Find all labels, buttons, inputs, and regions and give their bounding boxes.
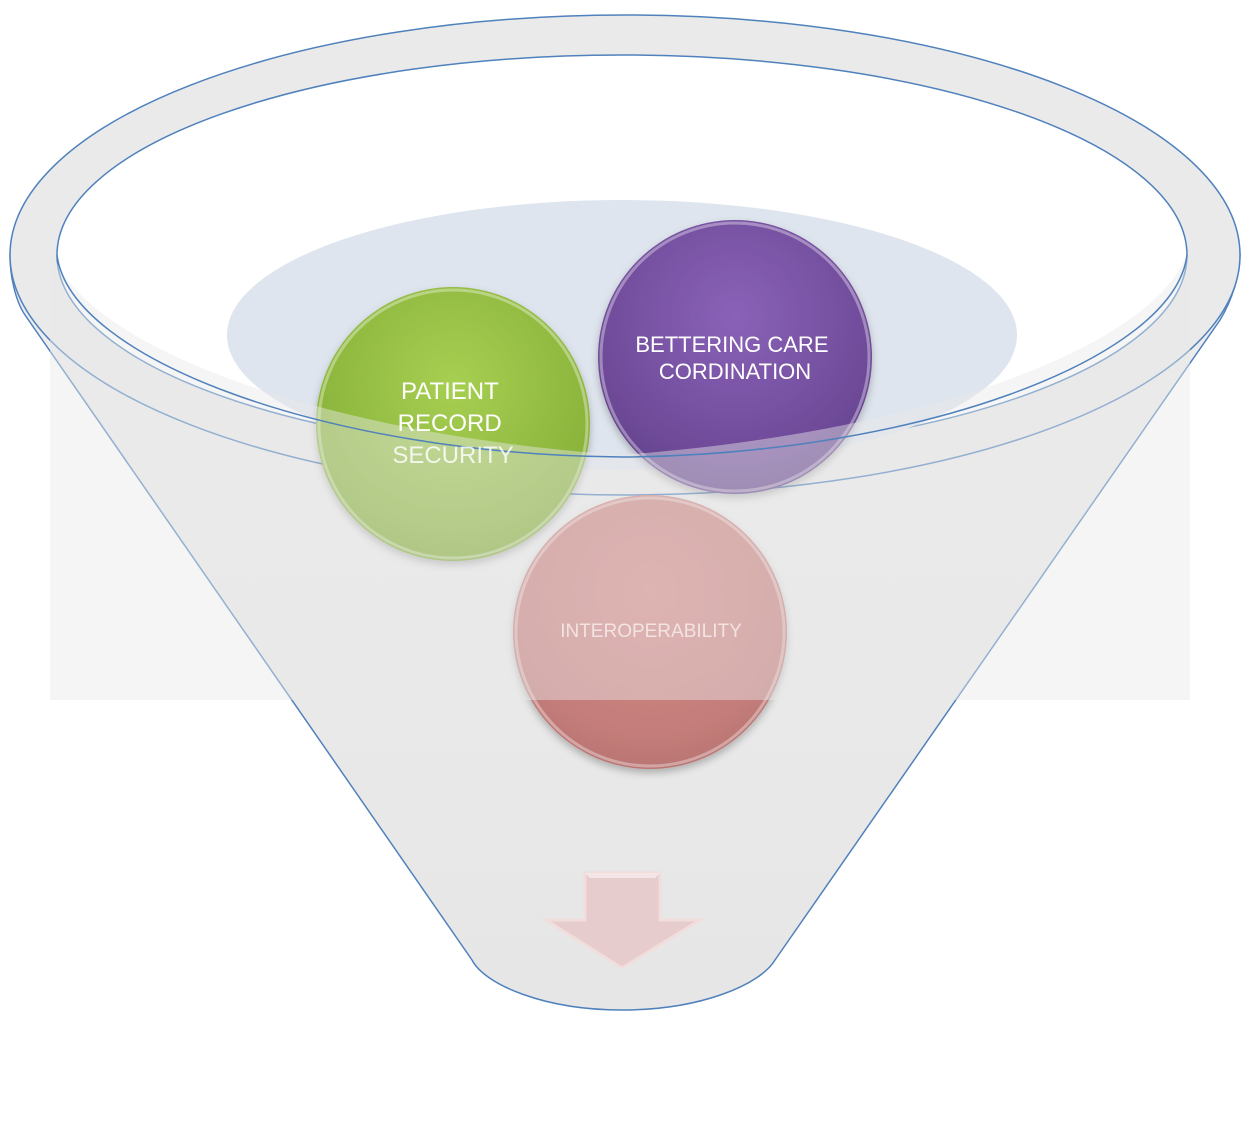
funnel-glass-front xyxy=(50,240,1190,700)
down-arrow-icon xyxy=(540,871,706,970)
circle-patient-record-security xyxy=(316,287,590,561)
funnel-rim-front xyxy=(56,254,1188,458)
circle-interoperability xyxy=(513,495,787,769)
label-patient-record-security: PATIENT RECORD SECURITY xyxy=(392,378,513,469)
label-interoperability: INTEROPERABILITY xyxy=(560,621,742,642)
circle-bettering-care-cordination xyxy=(598,220,872,494)
label-bettering-care-cordination: BETTERING CARE CORDINATION xyxy=(635,332,834,384)
